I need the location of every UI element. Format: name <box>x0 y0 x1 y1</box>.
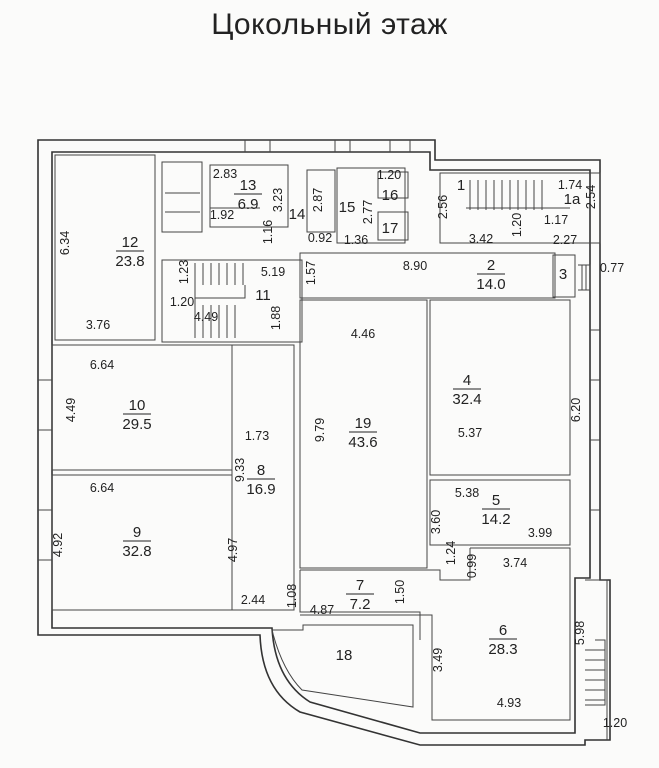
dimension-label: 1.24 <box>444 541 458 565</box>
dimension-label: 0.99 <box>465 554 479 578</box>
dimension-label: 9.33 <box>233 458 247 482</box>
room-area: 7.2 <box>350 596 371 613</box>
dimension-label: 3.42 <box>469 232 493 246</box>
dimension-label: 4.87 <box>310 603 334 617</box>
dimension-label: 4.49 <box>194 310 218 324</box>
dimension-label: 2.87 <box>311 188 325 212</box>
dimension-label: 2.56 <box>436 195 450 219</box>
dimension-label: 6.64 <box>90 358 114 372</box>
dimension-label: 3.49 <box>431 648 445 672</box>
room-area: 29.5 <box>122 416 151 433</box>
walls <box>37 139 611 746</box>
dimension-label: 1.20 <box>603 716 627 730</box>
dimension-label: 4.97 <box>226 538 240 562</box>
dimension-label: 2.54 <box>584 185 598 209</box>
room-number: 8 <box>257 462 265 479</box>
plan-title: Цокольный этаж <box>211 8 448 41</box>
dimension-label: 3.60 <box>429 510 443 534</box>
room-number: 6 <box>499 622 507 639</box>
room-number: 17 <box>382 220 399 237</box>
dimension-label: 5.37 <box>458 426 482 440</box>
dimension-label: 1.74 <box>558 178 582 192</box>
dimension-label: 8.90 <box>403 259 427 273</box>
dimension-label: 1.36 <box>344 233 368 247</box>
dimension-label: 2.44 <box>241 593 265 607</box>
room-area: 32.4 <box>452 391 481 408</box>
room-number: 13 <box>240 177 257 194</box>
room-number: 5 <box>492 492 500 509</box>
dimension-label: 2.27 <box>553 233 577 247</box>
dimension-label: 6.34 <box>58 231 72 255</box>
room-area: 14.0 <box>476 276 505 293</box>
room-area: 16.9 <box>246 481 275 498</box>
dimension-label: 2.83 <box>213 167 237 181</box>
dimension-label: 0.77 <box>600 261 624 275</box>
room-number: 2 <box>487 257 495 274</box>
room-number: 16 <box>382 187 399 204</box>
dimension-label: 1.92 <box>210 208 234 222</box>
room-number: 10 <box>129 397 146 414</box>
room-area: 14.2 <box>481 511 510 528</box>
dimension-label: 5.98 <box>573 621 587 645</box>
dimension-label: 5.19 <box>261 265 285 279</box>
dimension-label: 1.16 <box>261 220 275 244</box>
room-number: 9 <box>133 524 141 541</box>
room-number: 11 <box>255 287 271 304</box>
room-number: 19 <box>355 415 372 432</box>
room-number: 7 <box>356 577 364 594</box>
dimension-label: 6.64 <box>90 481 114 495</box>
room-number: 12 <box>122 234 139 251</box>
dimension-label: 1.50 <box>393 580 407 604</box>
dimension-label: 1.20 <box>510 213 524 237</box>
room-number: 15 <box>339 199 356 216</box>
dimension-label: 3.99 <box>528 526 552 540</box>
room-number: 4 <box>463 372 471 389</box>
dimension-label: 4.46 <box>351 327 375 341</box>
room-number: 3 <box>559 266 567 283</box>
dimension-label: 1.73 <box>245 429 269 443</box>
dimension-label: 1.08 <box>285 584 299 608</box>
dimension-label: 2.77 <box>361 200 375 224</box>
room-number: 14 <box>289 206 306 223</box>
dimension-label: 6.20 <box>569 398 583 422</box>
dimension-label: 3.76 <box>86 318 110 332</box>
dimension-label: 3.23 <box>271 188 285 212</box>
dimension-label: 1.57 <box>304 261 318 285</box>
room-number: 18 <box>336 647 353 664</box>
dimension-label: 1.88 <box>269 306 283 330</box>
dimension-label: 5.38 <box>455 486 479 500</box>
dimension-label: 4.92 <box>51 533 65 557</box>
room-area: 6.9 <box>238 196 259 213</box>
room-area: 23.8 <box>115 253 144 270</box>
dimension-label: 1.20 <box>170 295 194 309</box>
dimension-label: 1.17 <box>544 213 568 227</box>
dimension-label: 3.74 <box>503 556 527 570</box>
dimension-label: 0.92 <box>308 231 332 245</box>
room-number: 1 <box>457 177 465 194</box>
room-area: 32.8 <box>122 543 151 560</box>
dimension-label: 1.20 <box>377 168 401 182</box>
room-area: 28.3 <box>488 641 517 658</box>
dimension-label: 4.49 <box>64 398 78 422</box>
room-number: 1a <box>564 191 581 208</box>
dimension-label: 9.79 <box>313 418 327 442</box>
dimension-label: 4.93 <box>497 696 521 710</box>
dimension-label: 1.23 <box>177 260 191 284</box>
room-area: 43.6 <box>348 434 377 451</box>
